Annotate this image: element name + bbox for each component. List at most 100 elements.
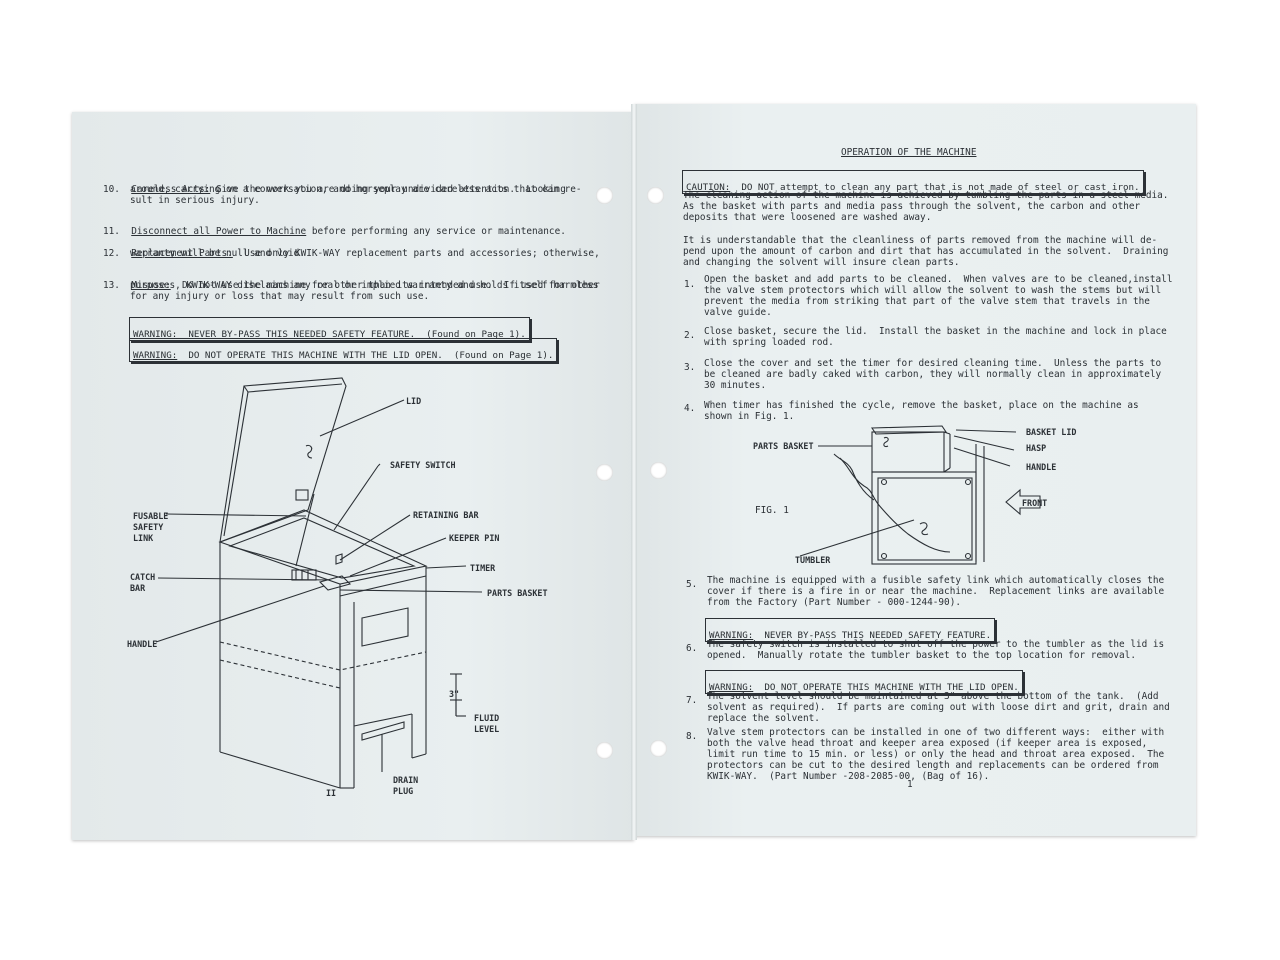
warning-box-lid-open: WARNING: DO NOT OPERATE THIS MACHINE WIT…: [129, 338, 558, 362]
item-text: Use only KWIK-WAY replacement parts and …: [232, 247, 600, 259]
caution-label: CAUTION:: [686, 182, 731, 193]
para2-line3: and changing the solvent will insure cle…: [683, 257, 960, 268]
item-12: 12. Replacement Parts: Use only KWIK-WAY…: [103, 238, 600, 259]
step8-line5: KWIK-WAY. (Part Number -208-2085-00, (Ba…: [707, 771, 990, 782]
step5-line2: cover if there is a fire in or near the …: [707, 586, 1165, 597]
step5-line3: from the Factory (Part Number - 000-1244…: [707, 597, 961, 608]
front-arrow-icon: [1005, 488, 1041, 516]
fig1-diagram: [799, 425, 1041, 565]
punch-hole-left-top: [596, 187, 613, 204]
warning-text: DO NOT OPERATE THIS MACHINE WITH THE LID…: [753, 682, 1019, 693]
label-safety-switch: SAFETY SWITCH: [390, 460, 456, 470]
label-catch-bar-1: CATCH: [130, 572, 156, 582]
label-lid: LID: [406, 396, 422, 406]
item-text: Do not use the machine for other than it…: [170, 279, 600, 291]
item-10: 10. Careless Acts: Give the work you are…: [103, 174, 566, 195]
label-keeper-pin: KEEPER PIN: [449, 533, 500, 543]
label-fluid-2: LEVEL: [474, 724, 500, 734]
booklet-spine: [631, 104, 637, 840]
fig-label-basket-lid: BASKET LID: [1026, 427, 1077, 437]
para1-line2: As the basket with parts and media pass …: [683, 201, 1141, 212]
page-title: OPERATION OF THE MACHINE: [841, 147, 977, 158]
step-number: 7.: [686, 695, 698, 706]
fig-label-parts-basket: PARTS BASKET: [753, 441, 814, 451]
right-page: [634, 104, 1196, 836]
punch-hole-right-middle: [650, 462, 667, 479]
warning-box-lid-open-right: WARNING: DO NOT OPERATE THIS MACHINE WIT…: [705, 670, 1023, 694]
label-retaining-bar: RETAINING BAR: [413, 510, 479, 520]
warning-text: DO NOT OPERATE THIS MACHINE WITH THE LID…: [177, 350, 554, 361]
step-number: 6.: [686, 643, 698, 654]
step2-line1: Close basket, secure the lid. Install th…: [704, 326, 1167, 337]
step7-line1: The solvent level should be maintained a…: [707, 691, 1159, 702]
step-number: 1.: [684, 279, 696, 290]
step8-line1: Valve stem protectors can be installed i…: [707, 727, 1165, 738]
warning-label: WARNING:: [133, 329, 178, 340]
punch-hole-left-bottom: [596, 742, 613, 759]
fig-label-hasp: HASP: [1026, 443, 1047, 453]
label-fusable-3: LINK: [133, 533, 154, 543]
label-parts-basket: PARTS BASKET: [487, 588, 548, 598]
lid-shape: [219, 377, 347, 543]
item-10-line2: around, carrying on a conversation, and …: [130, 184, 582, 195]
item-number: 10.: [103, 183, 120, 195]
left-page: [72, 112, 634, 840]
item-10-line3: sult in serious injury.: [130, 195, 260, 206]
item-12-line2: warranty will be null and void.: [130, 248, 305, 259]
para2-line2: pend upon the amount of carbon and dirt …: [683, 246, 1169, 257]
left-page-number: II: [326, 788, 337, 798]
step1-line1: Open the basket and add parts to be clea…: [704, 274, 1173, 285]
item-13: 13. Misuse: Do not use the machine for o…: [103, 270, 600, 291]
label-timer: TIMER: [470, 563, 496, 573]
item-11: 11. Disconnect all Power to Machine befo…: [103, 216, 566, 237]
warning-box-bypass-right: WARNING: NEVER BY-PASS THIS NEEDED SAFET…: [705, 618, 996, 642]
warning-text: NEVER BY-PASS THIS NEEDED SAFETY FEATURE…: [753, 630, 992, 641]
label-fluid-1: FLUID: [474, 713, 500, 723]
step-number: 5.: [686, 579, 698, 590]
warning-label: WARNING:: [709, 682, 754, 693]
label-drain-1: DRAIN: [393, 775, 419, 785]
item-title: Careless Acts:: [131, 183, 211, 195]
parts-basket-shape: [871, 431, 945, 473]
step1-line3: prevent the media from striking that par…: [704, 296, 1150, 307]
caution-box: CAUTION: DO NOT attempt to clean any par…: [682, 170, 1144, 194]
punch-hole-right-bottom: [650, 740, 667, 757]
label-fusable-1: FUSABLE: [133, 511, 169, 521]
item-13-line3: for any injury or loss that may result f…: [130, 291, 430, 302]
item-number: 12.: [103, 247, 120, 259]
para1-line3: deposits that were loosened are washed a…: [683, 212, 932, 223]
label-fusable-2: SAFETY: [133, 522, 164, 532]
step8-line2: both the valve head throat and keeper ar…: [707, 738, 1148, 749]
step6-line2: opened. Manually rotate the tumbler bask…: [707, 650, 1136, 661]
step3-line1: Close the cover and set the timer for de…: [704, 358, 1162, 369]
label-catch-bar-2: BAR: [130, 583, 146, 593]
fig-label-handle: HANDLE: [1026, 462, 1057, 472]
step-number: 4.: [684, 403, 696, 414]
para2-line1: It is understandable that the cleanlines…: [683, 235, 1158, 246]
step6-line1: The safety switch is installed to shut o…: [707, 639, 1165, 650]
fig-label-tumbler: TUMBLER: [795, 555, 831, 565]
fig-label-front: FRONT: [1022, 498, 1048, 508]
punch-hole-right-top: [647, 187, 664, 204]
para1-line1: The cleaning action of the machine is ac…: [683, 190, 1169, 201]
step4-line1: When timer has finished the cycle, remov…: [704, 400, 1139, 411]
fig-caption: FIG. 1: [755, 505, 789, 516]
step3-line2: be cleaned are badly caked with carbon, …: [704, 369, 1162, 380]
warning-label: WARNING:: [709, 630, 754, 641]
step-number: 8.: [686, 731, 698, 742]
item-text: Give the work you are doing your undivid…: [210, 183, 566, 195]
warning-label: WARNING:: [133, 350, 178, 361]
item-title: Disconnect all Power to Machine: [131, 225, 307, 237]
step7-line2: solvent as required). If parts are comin…: [707, 702, 1170, 713]
step1-line4: valve guide.: [704, 307, 772, 318]
item-number: 13.: [103, 279, 120, 291]
step-number: 2.: [684, 330, 696, 341]
item-title: Replacement Parts:: [131, 247, 233, 259]
label-three-inch: 3": [449, 689, 460, 699]
step2-line2: with spring loaded rod.: [704, 337, 834, 348]
right-page-number: 1: [907, 779, 913, 790]
warning-box-bypass: WARNING: NEVER BY-PASS THIS NEEDED SAFET…: [129, 317, 530, 341]
step7-line3: replace the solvent.: [707, 713, 820, 724]
punch-hole-left-middle: [596, 464, 613, 481]
item-text: before performing any service or mainten…: [306, 225, 566, 237]
